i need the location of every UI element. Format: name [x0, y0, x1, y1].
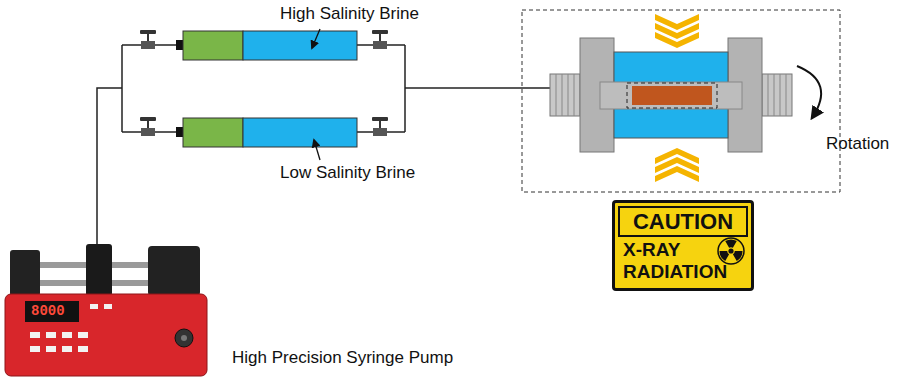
leader-arrow — [312, 29, 320, 160]
brine-label: High Salinity Brine — [280, 4, 419, 24]
pump-display: 8000 — [31, 303, 65, 320]
sign-body: X-RAY RADIATION — [618, 237, 752, 283]
rotation-arrow — [797, 66, 821, 118]
core-holder — [550, 38, 792, 152]
brine-cylinder — [176, 31, 357, 147]
radiation-symbol — [717, 237, 745, 265]
scanner-region — [522, 10, 840, 192]
sign-heading: CAUTION — [618, 206, 748, 237]
caution-sign: CAUTIONX-RAY RADIATION — [612, 200, 754, 291]
pump-label: High Precision Syringe Pump — [232, 348, 453, 368]
syringe-pump — [5, 244, 207, 376]
brine-label: Low Salinity Brine — [280, 163, 415, 183]
tubing — [97, 45, 550, 252]
rotation-label: Rotation — [826, 134, 889, 154]
